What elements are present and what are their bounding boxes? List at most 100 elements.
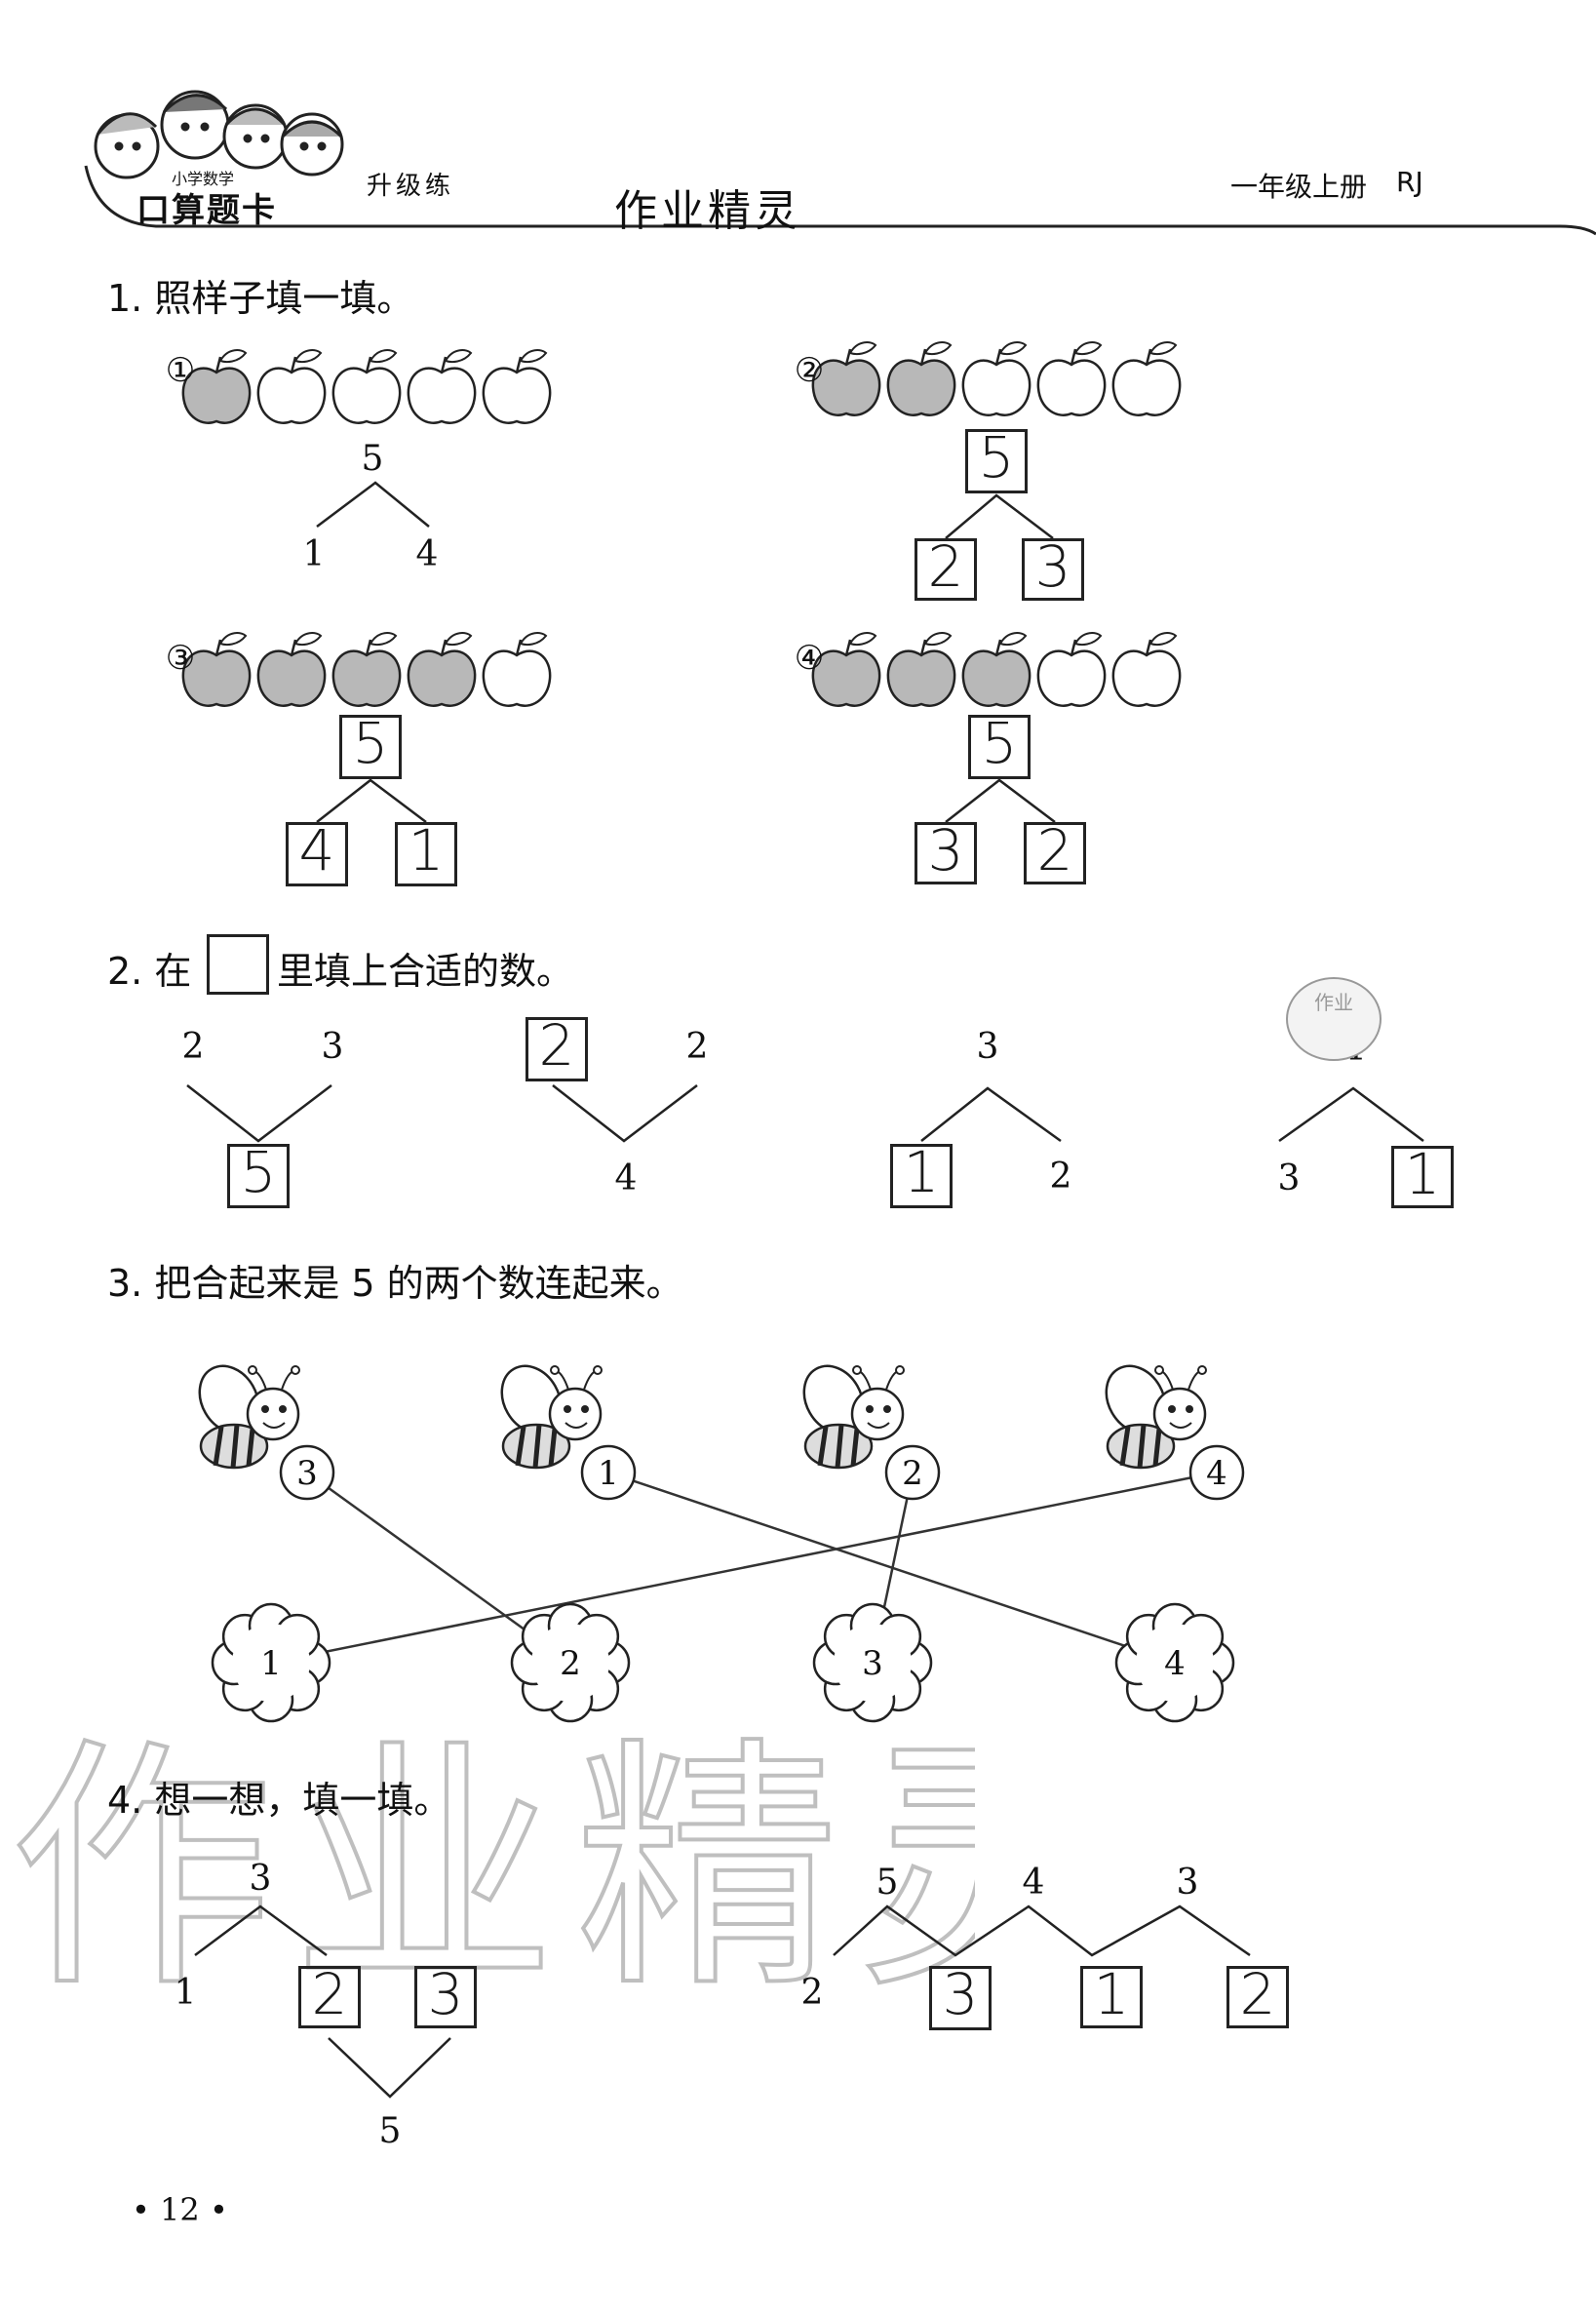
q4-right-b2-box[interactable] [1080, 1966, 1143, 2028]
apple-icon [1036, 632, 1107, 707]
q1-item-3-top: 5 [352, 710, 389, 776]
svg-text:作业精灵: 作业精灵 [10, 1715, 975, 1999]
header-edition: RJ [1396, 166, 1423, 198]
bee-number: 4 [1206, 1454, 1227, 1493]
q4-left-a: 1 [174, 1973, 197, 2013]
q1-item-4-left-box[interactable] [915, 822, 977, 884]
apple-icon [256, 632, 327, 707]
logo-main-text: 口算题卡 [136, 191, 277, 230]
bee-number: 1 [598, 1454, 619, 1493]
bee-number-circle[interactable] [279, 1444, 335, 1501]
q4-right-b3-box[interactable] [1226, 1966, 1289, 2028]
q2-item-1-a: 2 [181, 1027, 205, 1067]
q2-lines [186, 1084, 1424, 1143]
bee-icon [500, 1364, 603, 1470]
branch-line [945, 493, 1054, 539]
apple-icon [181, 349, 252, 424]
q1-item-1-left: 1 [302, 534, 326, 574]
flower-number: 1 [260, 1644, 282, 1683]
apple-icon [961, 632, 1032, 707]
watermark: 作业精灵 [8, 1713, 975, 1999]
q1-item-3-top-box[interactable] [339, 715, 402, 779]
q4-right-t1: 5 [876, 1863, 899, 1903]
header-grade: 一年级上册 [1230, 171, 1368, 203]
apple-icon [256, 349, 327, 424]
seal-stamp: 作业 [1286, 977, 1382, 1061]
q2-item-4-box[interactable] [1391, 1146, 1454, 1208]
apple-icon [886, 341, 956, 416]
q4-right-b3: 2 [1239, 1961, 1276, 2027]
q2-item-2-b: 2 [685, 1027, 709, 1067]
q2-item-3-b: 1 [903, 1139, 940, 1205]
bee-number-circle[interactable] [884, 1444, 941, 1501]
apple-icon [1111, 341, 1182, 416]
bee-number-circle[interactable] [1188, 1444, 1245, 1501]
flower-icon[interactable] [211, 1602, 331, 1723]
q2-item-1-c: 5 [240, 1139, 277, 1205]
q4-left-b: 2 [311, 1961, 348, 2027]
q2-item-3-c: 2 [1049, 1157, 1072, 1197]
header-frame [84, 90, 1596, 236]
flower-icon[interactable] [812, 1602, 933, 1723]
apple-icon [961, 341, 1032, 416]
q1-item-2-top: 5 [978, 424, 1015, 491]
q2-item-1-box[interactable] [227, 1144, 290, 1208]
q1-title: 1. 照样子填一填。 [107, 277, 414, 320]
q1-item-1-right: 4 [415, 534, 439, 574]
q3-title: 3. 把合起来是 5 的两个数连起来。 [107, 1262, 683, 1305]
bee-icon [1105, 1364, 1207, 1470]
q2-item-2-box[interactable] [526, 1017, 588, 1081]
q2-item-1-b: 3 [321, 1027, 344, 1067]
apple-icon [482, 349, 552, 424]
bee-number-circle[interactable] [580, 1444, 637, 1501]
q4-left-b-box[interactable] [298, 1966, 361, 2028]
q1-item-1-top: 5 [361, 439, 384, 479]
apple-icon [1036, 341, 1107, 416]
apple-icon [886, 632, 956, 707]
q4-right-b1-box[interactable] [929, 1966, 992, 2030]
q1-item-4-right: 2 [1036, 817, 1073, 884]
q4-left-c: 3 [427, 1961, 464, 2027]
q1-item-4-top: 5 [981, 710, 1018, 776]
q2-item-2-c: 4 [614, 1158, 638, 1198]
q1-item-2-right-box[interactable] [1022, 538, 1084, 601]
logo-small-text: 小学数学 [172, 170, 235, 188]
q2-item-4-b: 3 [1277, 1158, 1301, 1198]
bee-icon [802, 1364, 905, 1470]
kids-logo [94, 90, 344, 179]
q1-item-2-top-box[interactable] [965, 429, 1028, 493]
match-line[interactable] [270, 1471, 1218, 1665]
branch-line [316, 481, 430, 528]
q1-item-3-left-box[interactable] [286, 822, 348, 886]
flower-icon[interactable] [1114, 1602, 1235, 1723]
q1-item-4-top-box[interactable] [968, 715, 1031, 779]
q4-right-b2: 1 [1093, 1961, 1130, 2027]
apple-icon [1111, 632, 1182, 707]
q1-item-3-right-box[interactable] [395, 822, 457, 886]
q1-item-2-left: 2 [927, 533, 964, 600]
q1-item-2-left-box[interactable] [915, 538, 977, 601]
flower-icon[interactable] [510, 1602, 631, 1723]
q2-item-3-box[interactable] [890, 1144, 953, 1208]
apple-icon [407, 632, 477, 707]
q1-item-4-right-box[interactable] [1024, 822, 1086, 884]
q1-item-3-left: 4 [298, 817, 335, 884]
q2-title-post: 里填上合适的数。 [277, 950, 574, 993]
apple-icon [811, 632, 881, 707]
q1-item-4-left: 3 [927, 817, 964, 884]
bee-number: 2 [902, 1454, 923, 1493]
flower-number: 2 [560, 1644, 581, 1683]
apple-icon [811, 341, 881, 416]
q2-item-4-c: 1 [1404, 1141, 1441, 1207]
q4-right-b0: 2 [800, 1973, 824, 2013]
q1-item-3-right: 1 [408, 817, 445, 884]
apple-icon [407, 349, 477, 424]
q1-item-2-label: ② [794, 351, 825, 390]
q2-title-pre: 2. 在 [107, 950, 192, 993]
q4-left-top: 3 [249, 1859, 272, 1899]
bee-number: 3 [296, 1454, 318, 1493]
q4-left-c-box[interactable] [414, 1966, 477, 2028]
q4-lines [194, 1905, 1251, 2099]
